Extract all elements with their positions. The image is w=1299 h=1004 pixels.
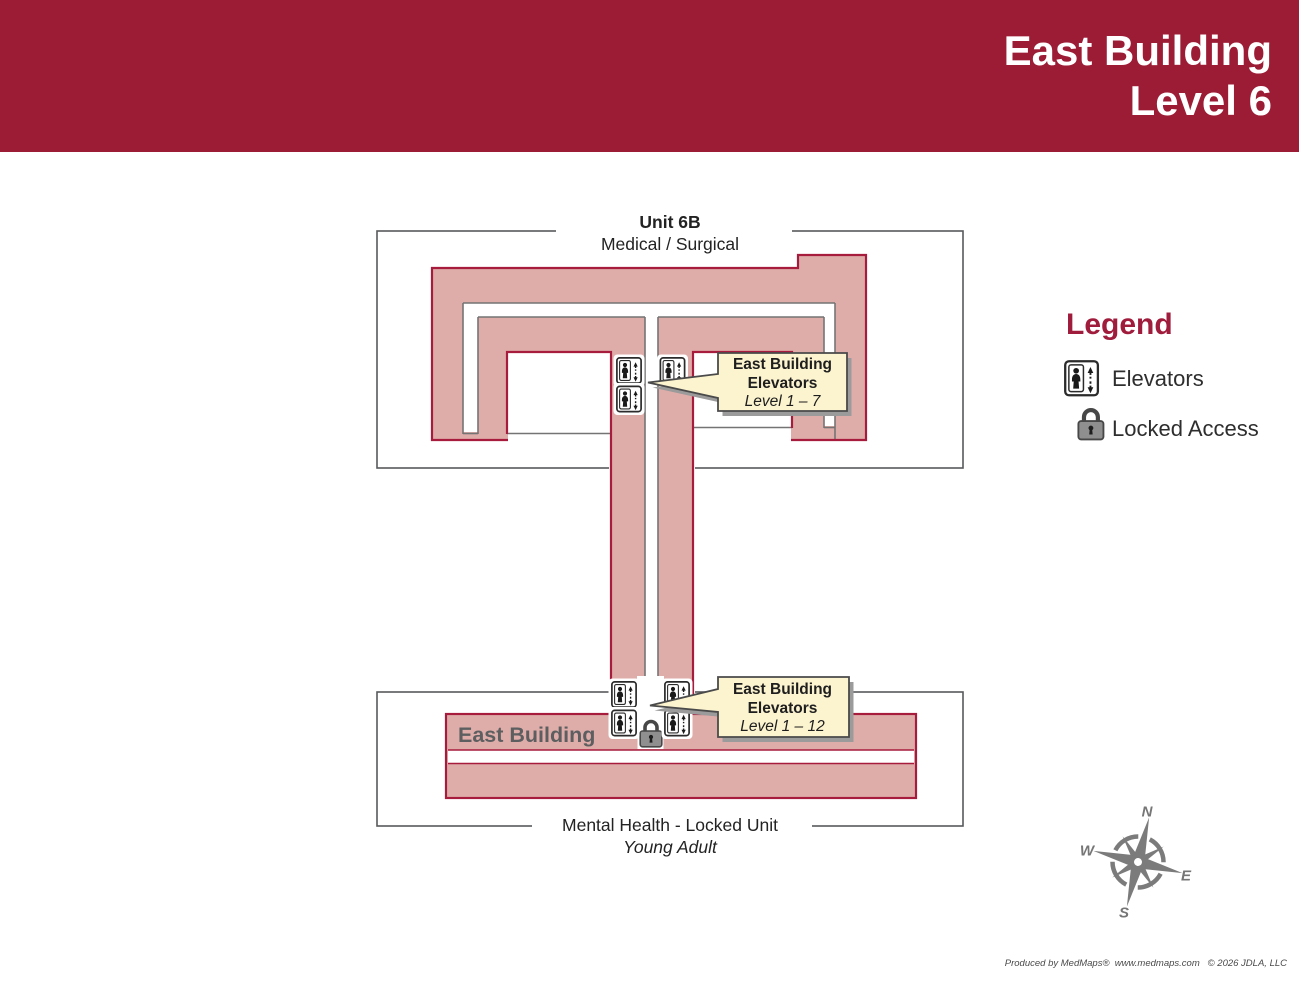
callout-line: Level 1 – 7 — [744, 393, 821, 410]
legend-item-locked-access: Locked Access — [1112, 416, 1259, 441]
legend-lock-icon — [1078, 410, 1103, 439]
callout-bottom — [649, 676, 854, 742]
callout-line: Level 1 – 12 — [740, 718, 825, 735]
elevator-icon — [607, 677, 641, 712]
footer-credit: Produced by MedMaps® www.medmaps.com © 2… — [1004, 958, 1287, 969]
young-adult-label: Young Adult — [623, 837, 717, 857]
header-banner: East Building Level 6 — [0, 0, 1299, 152]
compass-north-label: N — [1141, 803, 1153, 821]
callout-line: Elevators — [747, 699, 818, 717]
unit-6b-subtitle: Medical / Surgical — [600, 234, 740, 254]
callout-line: Elevators — [747, 374, 818, 392]
east-building-label: East Building — [458, 723, 596, 747]
callout-top-text: East Building Elevators Level 1 – 7 — [718, 356, 847, 412]
page-title: East Building Level 6 — [1004, 26, 1272, 126]
callout-bottom-text: East Building Elevators Level 1 – 12 — [718, 681, 847, 737]
page-title-line1: East Building — [1003, 27, 1272, 74]
unit-6b-title: Unit 6B — [639, 212, 701, 232]
compass-west-label: W — [1079, 842, 1095, 860]
legend-elevator-icon — [1059, 355, 1104, 401]
corridor-inner-edges — [462, 302, 836, 716]
callout-line: East Building — [732, 681, 833, 698]
legend-item-elevators: Elevators — [1112, 366, 1204, 391]
elevator-icon — [612, 382, 646, 416]
compass-east-label: E — [1180, 867, 1192, 885]
page-title-line2: Level 6 — [1129, 77, 1272, 124]
mental-health-label: Mental Health - Locked Unit — [562, 815, 778, 835]
callout-line: East Building — [732, 356, 833, 373]
elevator-icon — [612, 353, 646, 388]
compass-south-label: S — [1118, 904, 1130, 922]
callout-top — [647, 352, 852, 416]
compass-rose-icon — [1093, 817, 1183, 907]
legend-title: Legend — [1066, 308, 1173, 341]
